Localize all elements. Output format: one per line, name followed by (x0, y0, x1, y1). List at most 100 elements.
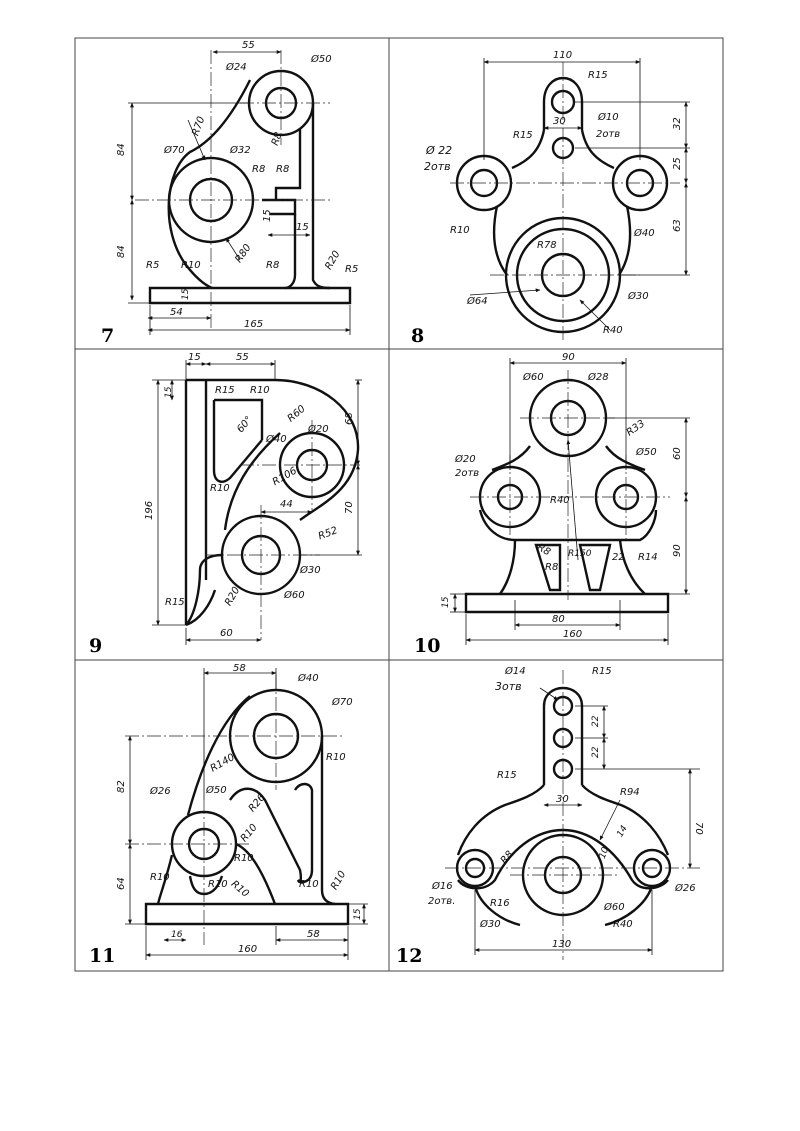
dim-label: R15 (165, 597, 185, 608)
part-10-centerlines (470, 370, 670, 600)
dim-label: R106 (271, 466, 299, 489)
dim-label: Ø26 (149, 785, 171, 797)
dim-label: R10 (329, 869, 348, 892)
part-8-labels: 110 R15 Ø10 2отв 30 R15 Ø 22 2отв 32 25 … (424, 50, 683, 336)
dim-label: 30 (556, 794, 569, 805)
dim-label: 2отв (596, 129, 620, 140)
dim-label: 22 (612, 552, 625, 563)
dim-label: 110 (553, 50, 572, 61)
dim-label: R8 (545, 562, 558, 573)
part-8-dimensions (469, 58, 690, 331)
dim-label: Ø10 (597, 111, 619, 123)
part-12-dimensions (474, 687, 700, 955)
part-11-dimensions (125, 668, 368, 960)
panel-12: Ø14 3отв R15 22 22 R15 30 R94 70 14 10 R… (396, 665, 704, 967)
dim-label: Ø50 (205, 784, 227, 796)
panel-number: 9 (89, 635, 102, 657)
dim-label: 2отв (424, 160, 451, 173)
dim-label: 84 (116, 143, 127, 156)
dim-label: 70 (344, 501, 355, 514)
part-8-centerlines (450, 62, 680, 340)
dim-label: 10 (598, 846, 611, 860)
dim-label: 160 (563, 629, 582, 640)
panel-grid (74, 37, 724, 972)
dim-label: 60 (220, 628, 233, 639)
dim-label: 130 (552, 939, 571, 950)
part-12-drawing (455, 686, 672, 927)
dim-label: 82 (116, 780, 127, 793)
dim-label: 55 (242, 40, 255, 51)
dim-label: 15 (353, 908, 363, 920)
panel-number: 12 (396, 945, 422, 967)
dim-label: Ø60 (522, 371, 544, 383)
dim-label: Ø30 (627, 290, 649, 302)
dim-label: 63 (672, 219, 683, 232)
dim-label: 14 (615, 824, 630, 839)
dim-label: 30 (553, 116, 566, 127)
dim-label: R15 (513, 130, 533, 141)
dim-label: R16 (490, 898, 510, 909)
dim-label: R14 (638, 552, 658, 563)
dim-label: R20 (323, 249, 342, 272)
dim-label: Ø60 (603, 901, 625, 913)
dim-label: R10 (150, 872, 170, 883)
dim-label: 160 (238, 944, 257, 955)
dim-label: Ø16 (431, 880, 453, 892)
dim-label: Ø32 (229, 144, 251, 156)
dim-label: 90 (672, 544, 683, 557)
dim-label: R10 (239, 822, 260, 844)
dim-label: R94 (620, 787, 640, 798)
dim-label: 58 (233, 663, 246, 674)
part-10-dimensions (450, 358, 690, 645)
dim-label: 16 (171, 930, 183, 940)
dim-label: R140 (209, 752, 237, 775)
dim-label: 84 (116, 245, 127, 258)
dim-label: 165 (244, 319, 263, 330)
part-12-centerlines (445, 670, 700, 960)
dim-label: Ø40 (297, 672, 319, 684)
dim-label: R70 (190, 115, 207, 137)
dim-label: 64 (116, 877, 127, 890)
dim-label: R5 (345, 264, 358, 275)
dim-label: R10 (450, 225, 470, 236)
panel-number: 10 (414, 635, 440, 657)
dim-label: R150 (568, 549, 592, 559)
dim-label: R8 (266, 260, 279, 271)
dim-label: 60 (672, 447, 683, 460)
dim-label: Ø20 (454, 453, 476, 465)
dim-label: Ø28 (587, 371, 609, 383)
dim-label: R52 (317, 525, 339, 542)
panel-10: 90 Ø60 Ø28 R33 Ø50 Ø20 2отв 60 R40 R8 R1… (414, 352, 690, 657)
part-7-dimensions (128, 50, 351, 335)
dim-label: R15 (588, 70, 608, 81)
dim-label: 22 (591, 746, 601, 758)
dim-label: 196 (144, 501, 155, 520)
dim-label: R15 (497, 770, 517, 781)
dim-label: R8 (270, 131, 285, 147)
panel-number: 7 (101, 325, 114, 347)
part-10-labels: 90 Ø60 Ø28 R33 Ø50 Ø20 2отв 60 R40 R8 R1… (441, 352, 683, 640)
dim-label: R40 (613, 919, 633, 930)
dim-label: Ø70 (163, 144, 185, 156)
dim-label: Ø26 (674, 882, 696, 894)
dim-label: 32 (672, 117, 683, 130)
dim-label: 90 (562, 352, 575, 363)
dim-label: Ø70 (331, 696, 353, 708)
dim-label: R26 (247, 792, 268, 814)
dim-label: R5 (146, 260, 159, 271)
dim-label: R10 (299, 879, 319, 890)
dim-label: 2отв. (428, 896, 455, 907)
dim-label: 15 (262, 209, 273, 222)
dim-label: R10 (229, 879, 251, 900)
dim-label: 15 (164, 386, 174, 398)
dim-label: R80 (233, 242, 253, 264)
dim-label: Ø60 (283, 589, 305, 601)
dim-label: 3отв (495, 680, 522, 693)
dim-label: 22 (591, 715, 601, 727)
dim-label: R10 (181, 260, 201, 271)
dim-label: R40 (550, 495, 570, 506)
dim-label: Ø 22 (425, 144, 452, 157)
dim-label: 68 (344, 412, 355, 425)
dim-label: R60 (286, 403, 308, 424)
dim-label: Ø20 (307, 423, 329, 435)
